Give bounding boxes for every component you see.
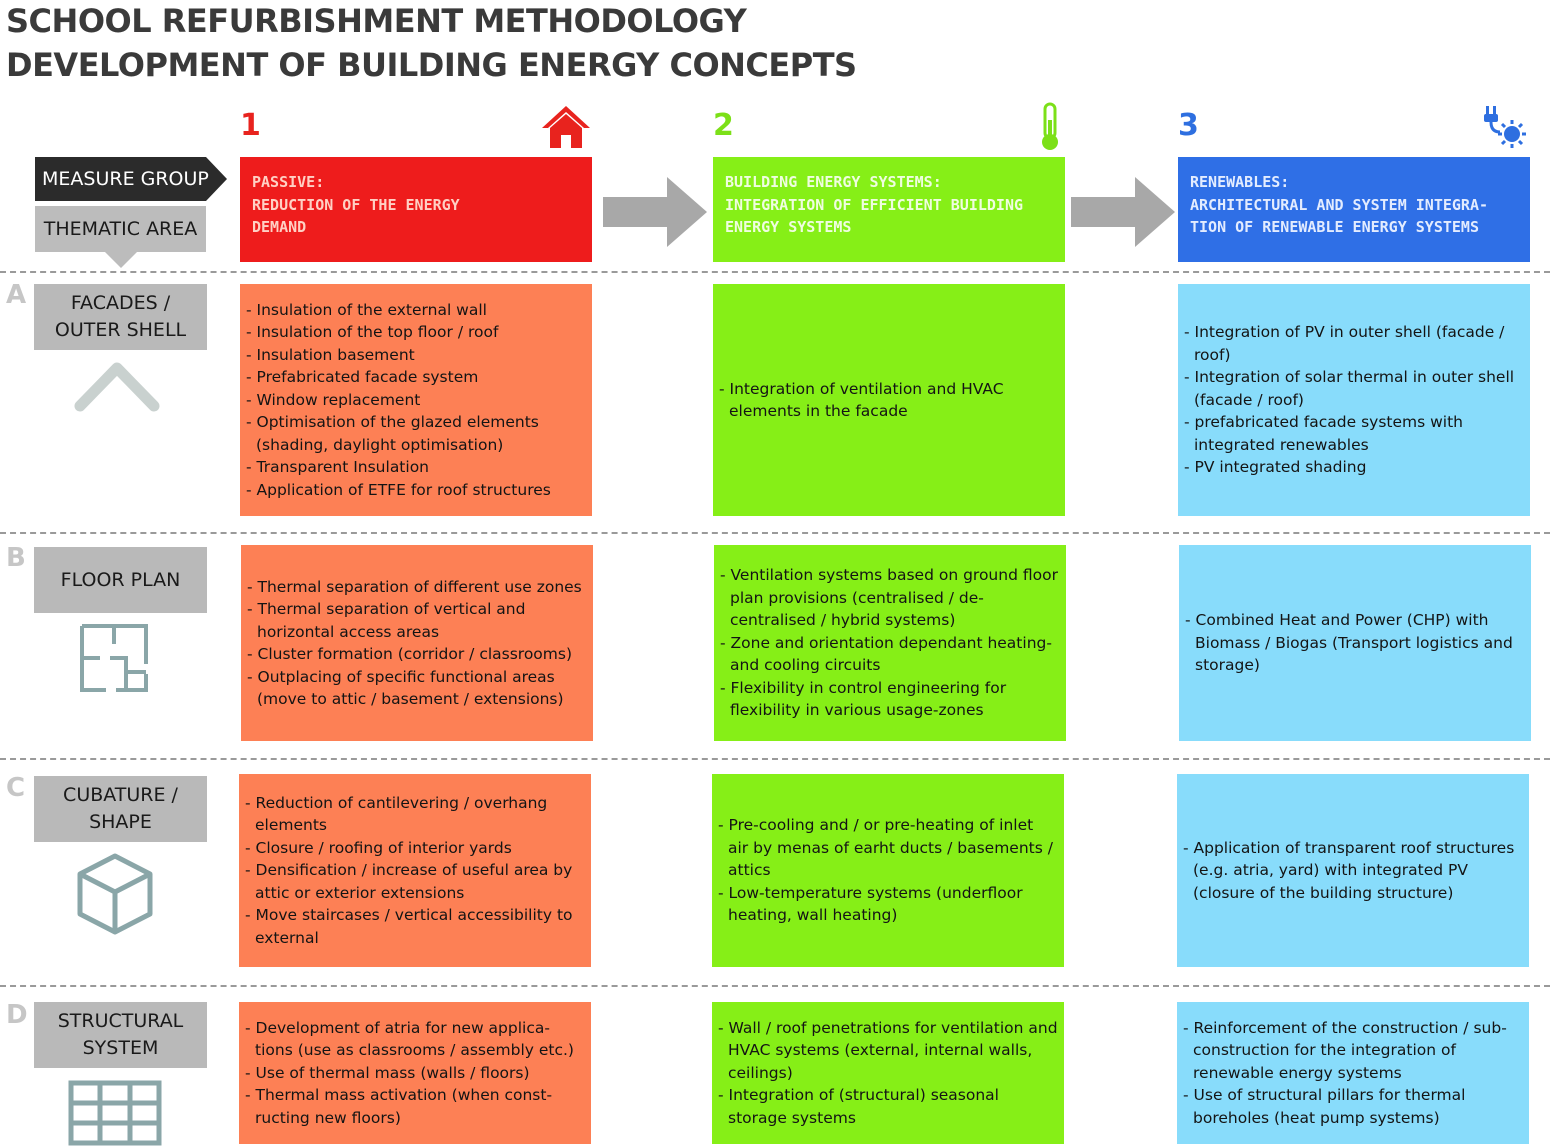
measure-item: - Prefabricated facade system [246, 368, 479, 387]
cell-d-renewables: - Reinforcement of the construction / su… [1177, 1002, 1529, 1144]
cell-b-systems: - Ventilation systems based on ground fl… [714, 545, 1066, 741]
flow-arrow-2-to-3 [1071, 177, 1175, 247]
measure-item: - prefabricated facade systems with inte… [1184, 413, 1463, 454]
measure-item: - Development of atria for new applica- … [245, 1018, 574, 1060]
measure-group-tag [35, 157, 227, 201]
cell-a-systems: - Integration of ventilation and HVAC el… [713, 284, 1065, 516]
column-2-header: BUILDING ENERGY SYSTEMS: INTEGRATION OF … [713, 157, 1065, 262]
measure-item: - Optimisation of the glazed elements (s… [246, 413, 539, 454]
measure-item: - Application of ETFE for roof structure… [246, 480, 551, 499]
measure-item: - Insulation basement [246, 345, 415, 364]
measure-item: - Use of structural pillars for thermal … [1183, 1086, 1466, 1127]
row-letter-c: C [6, 773, 26, 803]
measure-item: - Use of thermal mass (walls / floors) [245, 1063, 530, 1082]
column-3-header: RENEWABLES: ARCHITECTURAL AND SYSTEM INT… [1178, 157, 1530, 262]
measure-item: - Densification / increase of useful are… [245, 861, 573, 902]
measure-item: - Window replacement [246, 390, 421, 409]
area-structural-system: STRUCTURAL SYSTEM [34, 1002, 207, 1068]
thermometer-icon [1042, 102, 1058, 150]
cell-b-renewables: - Combined Heat and Power (CHP) with Bio… [1179, 545, 1531, 741]
area-floor-plan: FLOOR PLAN [34, 547, 207, 613]
cell-b-passive: - Thermal separation of different use zo… [241, 545, 593, 741]
measure-item: - Outplacing of specific functional area… [247, 667, 564, 709]
measure-item: - Flexibility in control engineering for… [720, 678, 1007, 720]
measure-item: - Thermal separation of different use zo… [247, 577, 582, 596]
cell-c-systems: - Pre-cooling and / or pre-heating of in… [712, 774, 1064, 967]
measure-item: - Move staircases / vertical accessibili… [245, 906, 573, 947]
measure-item: - Integration of ventilation and HVAC el… [719, 379, 1004, 421]
measure-item: - Integration of solar thermal in outer … [1184, 368, 1515, 409]
cell-d-systems: - Wall / roof penetrations for ventilati… [712, 1002, 1064, 1144]
row-letter-a: A [6, 280, 27, 310]
measure-item: - Combined Heat and Power (CHP) with Bio… [1185, 611, 1513, 675]
measure-item: - Pre-cooling and / or pre-heating of in… [718, 816, 1053, 880]
row-letter-d: D [6, 1000, 28, 1030]
cell-a-passive: - Insulation of the external wall - Insul… [240, 284, 592, 516]
plug-sun-icon [1484, 106, 1526, 148]
flow-arrow-1-to-2 [603, 177, 707, 247]
measure-item: - Thermal mass activation (when const- r… [245, 1086, 553, 1127]
measure-item: - Insulation of the top floor / roof [246, 323, 499, 342]
measure-item: - Thermal separation of vertical and hor… [247, 600, 526, 641]
column-1-header: PASSIVE: REDUCTION OF THE ENERGY DEMAND [240, 157, 592, 262]
grid-structure-icon [68, 1080, 162, 1146]
measure-item: - Integration of PV in outer shell (faca… [1184, 323, 1505, 364]
title-line-2: DEVELOPMENT OF BUILDING ENERGY CONCEPTS [6, 46, 857, 84]
cell-c-passive: - Reduction of cantilevering / overhang … [239, 774, 591, 967]
floor-plan-icon [80, 624, 148, 692]
measure-item: - Transparent Insulation [246, 458, 430, 477]
cell-d-passive: - Development of atria for new applica- … [239, 1002, 591, 1144]
house-icon [542, 106, 590, 148]
measure-item: - Closure / roofing of interior yards [245, 838, 512, 857]
row-divider [0, 758, 1550, 760]
area-facades: FACADES / OUTER SHELL [34, 284, 207, 350]
row-divider [0, 985, 1550, 987]
thematic-area-box [35, 206, 206, 252]
column-2-number: 2 [713, 108, 734, 143]
measure-item: - Reduction of cantilevering / overhang … [245, 793, 548, 835]
measure-item: - Reinforcement of the construction / su… [1183, 1018, 1507, 1082]
measure-item: - Insulation of the external wall [246, 300, 487, 319]
column-1-number: 1 [240, 108, 261, 143]
cell-c-renewables: - Application of transparent roof struct… [1177, 774, 1529, 967]
measure-item: - Ventilation systems based on ground fl… [720, 566, 1058, 630]
cell-a-renewables: - Integration of PV in outer shell (faca… [1178, 284, 1530, 516]
row-letter-b: B [6, 543, 26, 573]
measure-item: - PV integrated shading [1184, 458, 1367, 477]
row-divider [0, 532, 1550, 534]
area-cubature: CUBATURE / SHAPE [34, 776, 207, 842]
measure-item: - Integration of (structural) seasonal s… [718, 1086, 999, 1127]
measure-group-label: MEASURE GROUP [42, 168, 209, 190]
title-line-1: SCHOOL REFURBISHMENT METHODOLOGY [6, 2, 747, 40]
measure-item: - Application of transparent roof struct… [1183, 838, 1515, 902]
measure-item: - Cluster formation (corridor / classroo… [247, 645, 573, 663]
thematic-area-pointer [103, 250, 139, 268]
measure-item: - Zone and orientation dependant heating… [720, 633, 1052, 675]
thematic-area-label: THEMATIC AREA [43, 218, 198, 240]
roof-chevron-icon [74, 362, 160, 412]
cube-icon [77, 853, 153, 935]
measure-item: - Wall / roof penetrations for ventilati… [718, 1018, 1058, 1082]
measure-item: - Low-temperature systems (underfloor he… [718, 883, 1023, 925]
column-3-number: 3 [1178, 108, 1199, 143]
row-divider [0, 271, 1550, 273]
